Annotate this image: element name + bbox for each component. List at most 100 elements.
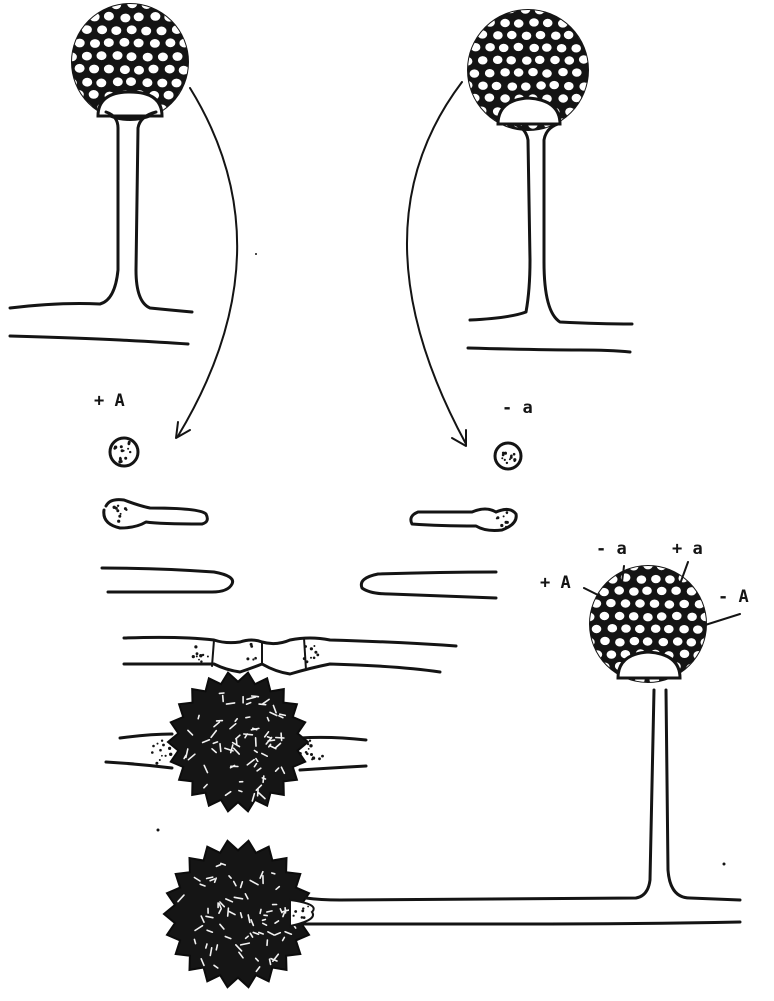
sporangium-cell: [89, 38, 101, 49]
sporangium-cell: [88, 64, 100, 75]
sporangium-cell: [74, 63, 86, 74]
speckle-dot: [310, 753, 313, 756]
speckle-dot: [313, 657, 316, 660]
sporangium-cell: [564, 107, 576, 117]
sporangium-cell: [171, 104, 183, 115]
zygospore-texture: [263, 920, 266, 921]
zygospore-texture: [246, 717, 250, 718]
sporangium-cell: [96, 50, 108, 61]
sporangium-cell: [670, 586, 682, 596]
sporangium-cell: [614, 611, 626, 621]
sporangium-cell: [88, 89, 100, 100]
sporangium-cell: [541, 42, 553, 52]
zygospore-texture: [220, 744, 221, 752]
sporangium-cell: [156, 78, 168, 89]
sporangium-cell: [140, 26, 152, 37]
speckle-dot: [129, 451, 131, 453]
speckle-dot: [196, 652, 199, 655]
sporangium-cell: [563, 30, 575, 40]
germinating-spore-right: [411, 509, 516, 531]
zygospore-texture: [216, 945, 217, 950]
speckle-dot: [117, 520, 120, 523]
speckle-dot: [194, 645, 197, 648]
sporangium-cell: [67, 102, 79, 113]
sporangium-cell: [693, 573, 705, 583]
speckle-dot: [151, 751, 154, 754]
sporangium-cell: [171, 0, 183, 9]
speckle-dot: [321, 755, 324, 758]
speckle-dot: [501, 457, 503, 459]
sporangium-cell: [149, 38, 161, 49]
speckle-dot: [506, 462, 508, 464]
sporangium-cell: [656, 611, 668, 621]
label-spore-minus-a: - a: [502, 398, 533, 418]
speckle-dot: [504, 459, 506, 461]
sporangium-cell: [462, 80, 474, 90]
sporangium-cell: [463, 31, 475, 41]
sporangium-cell: [156, 0, 168, 9]
speckle-dot: [304, 645, 307, 648]
zygospore-texture: [258, 790, 259, 796]
sporangium-cell: [598, 561, 610, 571]
sporangium-cell: [477, 81, 489, 91]
sporangium-cell: [578, 106, 590, 116]
sporangium-cell: [528, 43, 540, 53]
speckle-dot: [152, 745, 155, 748]
speckle-dot: [301, 910, 304, 913]
sporangium-cell: [628, 611, 640, 621]
sporangium-cell: [578, 5, 590, 15]
sporangium-cell: [614, 637, 626, 647]
zygospore-texture: [252, 696, 259, 697]
sporangium-cell: [671, 611, 683, 621]
speckle-dot: [162, 744, 165, 747]
zygospore-texture: [281, 733, 282, 740]
zygospore-texture: [262, 778, 265, 779]
sporangium-cell: [462, 106, 474, 116]
speckle-dot: [124, 457, 127, 460]
sporangium-cell: [469, 68, 481, 78]
sporangium-cell: [692, 650, 704, 660]
sporangium-cell: [469, 118, 481, 128]
sporangium-cell: [178, 90, 190, 101]
speckle-dot: [200, 660, 202, 662]
sporangium-head-recombinant: [584, 560, 740, 685]
sporangium-cell: [556, 43, 568, 53]
sporangium-cell: [505, 4, 517, 14]
sporangium-cell: [141, 77, 153, 88]
sporangium-cell: [96, 0, 108, 9]
sporangium-cell: [66, 78, 78, 89]
speckle-dot: [307, 906, 309, 908]
sporangium-cell: [179, 11, 191, 22]
zygospore-texture: [198, 715, 199, 718]
zygospore-texture: [272, 873, 275, 874]
sporangium-cell: [564, 55, 576, 65]
sporangium-cell: [607, 574, 619, 584]
sporangium-cell: [599, 636, 611, 646]
sporangium-cell: [513, 67, 525, 77]
sporangium-cell: [164, 64, 176, 75]
speckle-dot: [312, 756, 315, 759]
speckle-dot: [496, 516, 499, 519]
sporangiophore-top-left: [10, 0, 192, 344]
sporangium-cell: [112, 76, 124, 87]
sporangium-cell: [584, 662, 596, 672]
sporangium-cell: [126, 51, 138, 62]
speckle-dot: [198, 659, 200, 661]
zygospore-texture: [267, 911, 272, 912]
speckle-dot: [316, 654, 319, 657]
sporangium-cell: [550, 31, 562, 41]
sporangium-cell: [591, 675, 603, 685]
sporangium-cell: [679, 649, 691, 659]
sporangium-cell: [89, 12, 101, 23]
sporangium-cell: [463, 5, 475, 15]
sporangiophore-top-right: [462, 4, 632, 352]
sporangium-cell: [81, 24, 93, 35]
speckle-dot: [159, 759, 161, 761]
speckle-dot: [314, 651, 317, 654]
zygospore-texture: [228, 908, 229, 916]
spore-minus-strain: [495, 443, 521, 469]
sporangium-cell: [641, 586, 653, 596]
sporangium-cell: [505, 55, 517, 65]
sporangium-cell: [599, 611, 611, 621]
sporangium-cell: [607, 623, 619, 633]
